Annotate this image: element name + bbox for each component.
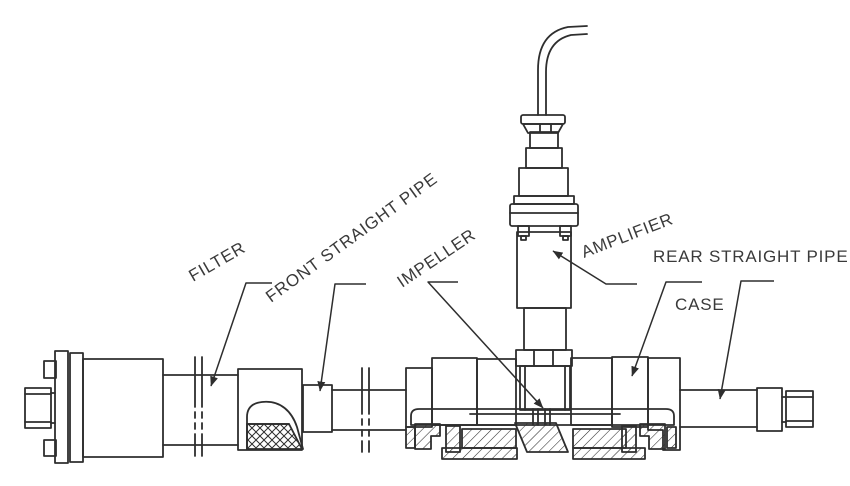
section-internals (405, 422, 677, 460)
leader-lines (210, 250, 774, 409)
amplifier-stack (509, 25, 588, 351)
flange-washer (513, 195, 575, 205)
case-block (476, 358, 517, 426)
filter-label: FILTER (186, 238, 249, 286)
flange-bolt (517, 225, 530, 237)
flange-plate (54, 350, 69, 464)
rear-pipe (679, 389, 758, 428)
case-label: CASE (675, 295, 725, 314)
amplifier-body (516, 231, 572, 309)
end-cap (785, 390, 814, 428)
filter-assembly (24, 350, 304, 464)
front-straight-pipe-leader (317, 283, 366, 392)
rear-straight-pipe-part (679, 387, 814, 432)
hex-plug (24, 387, 52, 429)
case-block (431, 357, 478, 426)
connector-block (518, 167, 569, 197)
gland-cap (520, 114, 566, 125)
flange-bolt (559, 225, 572, 237)
pipe-coupling (302, 384, 333, 433)
flange-bolt (43, 439, 57, 457)
gland-neck (529, 131, 559, 149)
front-straight-pipe-part (302, 367, 407, 453)
case-leader (631, 281, 702, 377)
amplifier-leader (552, 250, 637, 285)
filter-mesh-housing (237, 368, 303, 451)
inlet-flange (405, 367, 433, 428)
signal-cable (537, 25, 588, 116)
impeller-hub (514, 422, 569, 453)
front-straight-pipe-label: FRONT STRAIGHT PIPE (262, 169, 441, 306)
case-center-block (519, 365, 571, 411)
filter-body (82, 358, 164, 458)
mount-nut (515, 349, 573, 367)
case-block (570, 357, 613, 426)
flange-plate (69, 352, 84, 463)
impeller-shaft (532, 408, 551, 426)
mesh-cone-outline (246, 400, 304, 450)
filter-leader (210, 282, 272, 387)
rear-straight-pipe-label: REAR STRAIGHT PIPE (653, 247, 848, 266)
top-plate (410, 408, 675, 426)
pipe-collar (756, 387, 783, 432)
connector-block (525, 147, 563, 169)
impeller-leader (427, 281, 544, 409)
case-block (611, 356, 649, 428)
signal-cable (545, 33, 588, 116)
inlet-pipe (162, 374, 239, 446)
meter-case (405, 349, 681, 460)
flange-bolt (43, 360, 57, 379)
rear-straight-pipe-leader (717, 280, 774, 400)
amplifier-flange (509, 203, 579, 227)
amplifier-neck (523, 307, 567, 351)
mesh-screen (246, 423, 303, 450)
